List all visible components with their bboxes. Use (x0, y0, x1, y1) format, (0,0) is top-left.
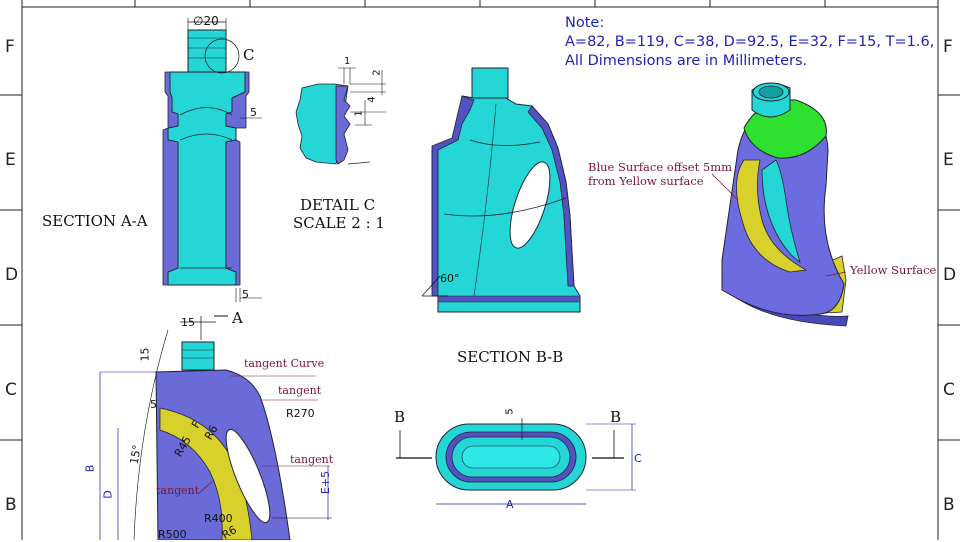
zone-left-b: B (5, 495, 17, 515)
section-bb-view (421, 67, 581, 313)
note-units: All Dimensions are in Millimeters. (565, 53, 808, 69)
blue-surface-note-line2: from Yellow surface (588, 174, 704, 188)
detail-marker-c: C (243, 46, 255, 64)
diameter-label: ∅20 (193, 14, 219, 28)
radius-r500: R500 (158, 528, 187, 541)
detail-c-scale: SCALE 2 : 1 (293, 214, 385, 232)
section-aa-dim-5-bottom: 5 (242, 288, 249, 301)
zone-left-f: F (5, 37, 15, 57)
zone-left-d: D (5, 265, 19, 285)
note-values: A=82, B=119, C=38, D=92.5, E=32, F=15, T… (565, 34, 935, 50)
tangent-label-1: tangent (278, 384, 322, 397)
zone-left-c: C (5, 380, 17, 400)
detail-c-title: DETAIL C (300, 196, 376, 214)
radius-r400: R400 (204, 512, 233, 525)
zone-left-e: E (5, 150, 16, 170)
section-aa-dim-5-top: 5 (250, 106, 257, 119)
angle-60-label: 60° (440, 272, 460, 285)
detail-c-dim-1: 1 (344, 56, 351, 67)
top-view-dim-5: 5 (504, 408, 516, 415)
note-title: Note: (565, 15, 605, 31)
iso-view (711, 82, 849, 327)
section-marker-a: A (232, 309, 243, 327)
side-dim-15-left: 15 (138, 347, 152, 362)
tangent-label-3: tangent (156, 484, 200, 497)
side-dim-15-top: 15 (181, 316, 195, 329)
zone-right-c: C (943, 380, 955, 400)
zone-right-b: B (943, 495, 955, 515)
top-view (396, 418, 636, 505)
dim-b: B (83, 464, 97, 473)
section-marker-b-right: B (610, 408, 622, 426)
side-view (99, 315, 332, 540)
dim-e-plus-5: E+5 (319, 470, 333, 495)
detail-c-dim-2: 2 (371, 69, 383, 76)
detail-c-dim-1b: 1 (353, 110, 365, 117)
tangent-label-2: tangent (290, 453, 334, 466)
section-aa-title: SECTION A-A (42, 212, 148, 230)
blue-surface-note-line1: Blue Surface offset 5mm (588, 160, 732, 174)
zone-right-e: E (943, 150, 954, 170)
section-aa-view (162, 18, 262, 302)
detail-c-view (295, 67, 386, 165)
radius-r270: R270 (286, 407, 315, 420)
section-bb-title: SECTION B-B (457, 348, 564, 366)
dim-d: D (101, 490, 115, 499)
detail-c-dim-4: 4 (366, 96, 378, 103)
dimension-note: Note: A=82, B=119, C=38, D=92.5, E=32, F… (565, 14, 934, 71)
section-marker-b-left: B (394, 408, 406, 426)
zone-right-f: F (943, 37, 953, 57)
tangent-curve-label: tangent Curve (244, 357, 325, 370)
blue-surface-note: Blue Surface offset 5mm from Yellow surf… (588, 160, 732, 188)
side-dim-5: 5 (150, 398, 157, 411)
dim-a: A (506, 498, 514, 511)
yellow-surface-label: Yellow Surface (850, 263, 937, 277)
dim-c: C (634, 452, 642, 465)
top-zone-ticks (0, 0, 960, 441)
zone-right-d: D (943, 265, 957, 285)
